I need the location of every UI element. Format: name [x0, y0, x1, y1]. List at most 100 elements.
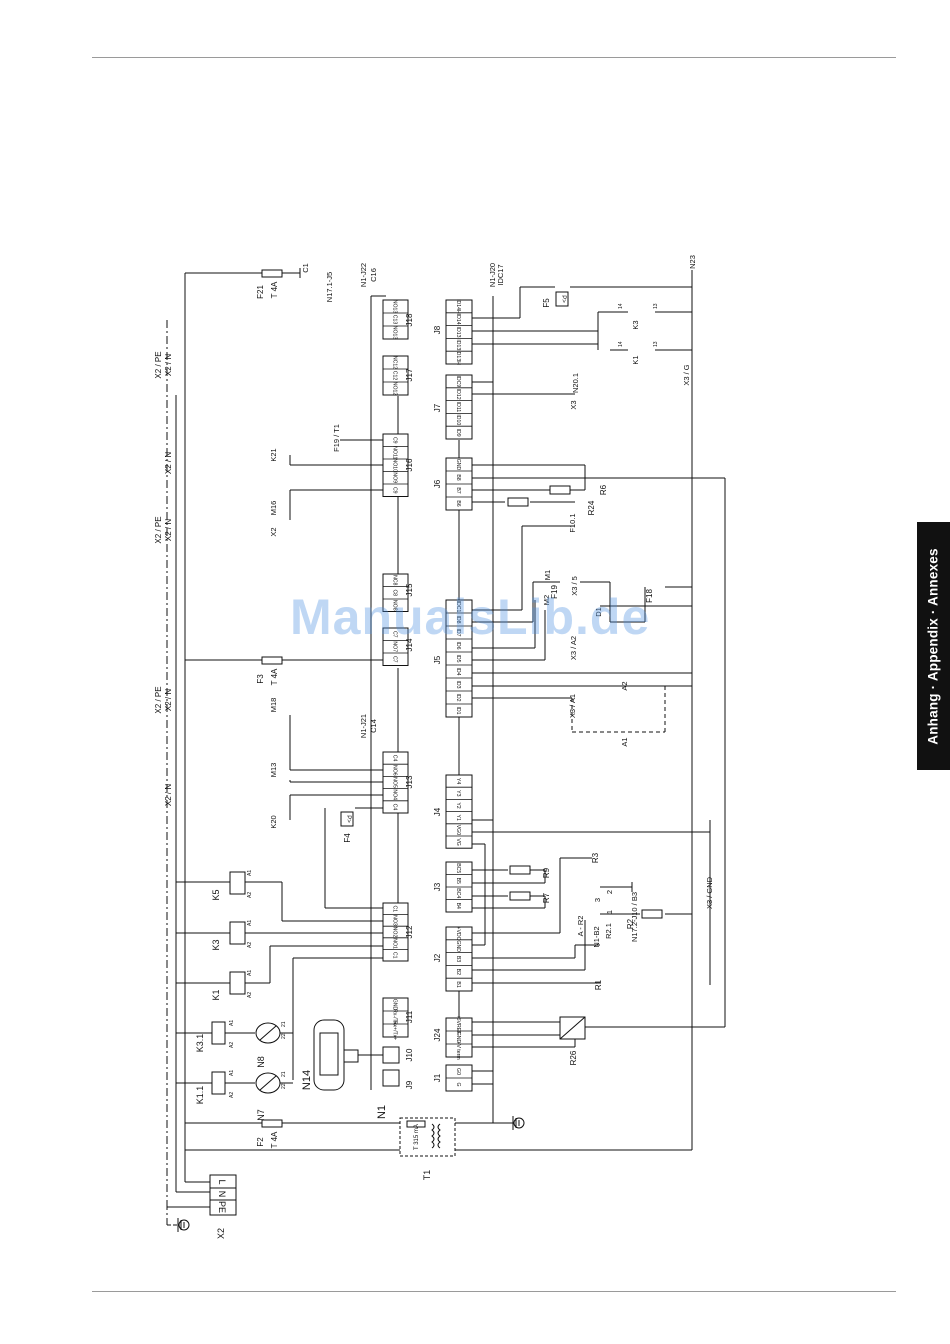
relay-k1-coil: [229, 971, 246, 995]
fuse-f21: [261, 269, 283, 278]
sensor-label-r3: R3: [591, 852, 600, 863]
coil-terminal-label: A1: [247, 970, 253, 976]
pin-label: B1: [455, 981, 461, 987]
annotation-m16: M16: [269, 501, 278, 516]
pressure-switch-label-f5: F5: [542, 298, 551, 308]
annotation-x3-5: X3 / 5: [570, 576, 579, 596]
pin-label: NO8: [392, 600, 398, 611]
annotation-c14: C14: [369, 719, 378, 733]
annotation-3: 3: [593, 898, 602, 902]
pin-label: B3: [455, 956, 461, 962]
pin-label: ID13: [455, 327, 461, 338]
coil-terminal-label: A1: [247, 920, 253, 926]
pin-label: NC12: [392, 356, 398, 369]
annotation-n20-1: N20.1: [571, 373, 580, 393]
connector-label-j8: J8: [433, 325, 442, 334]
contact-terminal-label: 21: [281, 1021, 287, 1027]
connector-label-j17: J17: [405, 368, 414, 381]
contact-terminal-label: 14: [618, 341, 624, 347]
annotation-x3-a2: X3 / A2: [569, 636, 578, 660]
pin-label: Rx-/Tx-: [392, 1009, 398, 1026]
pin-label: ID1: [455, 706, 461, 714]
annotation-d1: D1: [594, 607, 603, 617]
fuse-f2: [261, 1119, 283, 1128]
watermark: ManualsLib.de: [290, 589, 651, 645]
contact-terminal-label: 13: [653, 303, 659, 309]
bus-label-pe: X2 / PE: [154, 686, 163, 713]
pin-label: C8: [392, 589, 398, 596]
motor-contact-n8: [255, 1022, 281, 1044]
annotation-k21: K21: [269, 448, 278, 461]
display-n14: [313, 1019, 359, 1091]
annotation-c16: C16: [369, 268, 378, 282]
fuse-rating: T 4A: [270, 281, 279, 298]
connector-label-j4: J4: [433, 807, 442, 816]
annotation-f19-t1: F19 / T1: [332, 424, 341, 452]
fuse-rating: T 4A: [270, 1131, 279, 1148]
connector-label-j5: J5: [433, 655, 442, 664]
annotation-x3-gnd: X3 / GND: [705, 876, 714, 909]
relay-k1-1-coil: [211, 1071, 226, 1095]
transformer-t1: [399, 1117, 456, 1157]
pin-label: ID7: [455, 628, 461, 636]
relay-label-k3: K3: [211, 939, 221, 950]
pin-label: NO12: [392, 382, 398, 396]
pin-label: VG0: [455, 825, 461, 835]
pin-label: C1: [392, 905, 398, 912]
ground-symbol-pe: [167, 1218, 190, 1232]
fuse-name-f2: F2: [256, 1137, 265, 1147]
pin-label: NC8: [392, 575, 398, 585]
pin-label: +5VREF: [455, 1015, 461, 1035]
sensor-label-r7: R7: [542, 892, 551, 903]
mains-terminal-x2: L N PE X2: [209, 1174, 237, 1239]
pin-label: GND: [455, 459, 461, 471]
connector-label-j14: J14: [405, 638, 414, 651]
fuse-f3: [261, 656, 283, 665]
bus-label-n: X2 / N: [164, 519, 173, 541]
pin-label: Y1: [455, 815, 461, 821]
annotation-n1-j20: N1-J20: [488, 263, 497, 287]
coil-terminal-label: A2: [247, 942, 253, 948]
annotation-n17-1-j5: N17.1-J5: [325, 272, 334, 302]
sensor-label-r26: R26: [569, 1050, 578, 1065]
pin-label: ID13H: [455, 350, 461, 365]
sensor-r26: [559, 1016, 586, 1040]
annotation-k20: K20: [269, 815, 278, 828]
relay-k3-1-coil: [211, 1021, 226, 1045]
connector-label-j24: J24: [433, 1028, 442, 1041]
pin-label: NO9: [392, 472, 398, 483]
diagram-wires: [166, 268, 726, 1225]
pin-label: C4: [392, 804, 398, 811]
motor-contact-label-n8: N8: [256, 1056, 266, 1068]
pressure-switch-label-f18: F18: [645, 589, 654, 603]
pin-label: ID10: [455, 414, 461, 425]
annotation-1: 1: [605, 910, 614, 914]
bottom-rule: [92, 1291, 896, 1292]
annotation-k3: K3: [631, 320, 640, 329]
pin-label: ID13: [455, 339, 461, 350]
transformer-fuse-rating: T 315 mA: [414, 1124, 420, 1150]
pin-label: ID8: [455, 615, 461, 623]
coil-terminal-label: A2: [229, 1092, 235, 1098]
annotation-x2: X2: [269, 527, 278, 536]
fuse-name-f3: F3: [256, 674, 265, 684]
pin-label: C7: [392, 656, 398, 663]
pin-label: Rx+/Tx+: [392, 1021, 398, 1041]
contact-terminal-label: 22: [281, 1033, 287, 1039]
connector-label-j6: J6: [433, 479, 442, 488]
connector-label-j18: J18: [405, 313, 414, 326]
top-rule: [92, 57, 896, 58]
annotation-m2: M2: [542, 595, 551, 605]
annotation-m18: M18: [269, 698, 278, 713]
connector-label-j10: J10: [405, 1048, 414, 1061]
pin-label: NO13: [392, 300, 398, 314]
